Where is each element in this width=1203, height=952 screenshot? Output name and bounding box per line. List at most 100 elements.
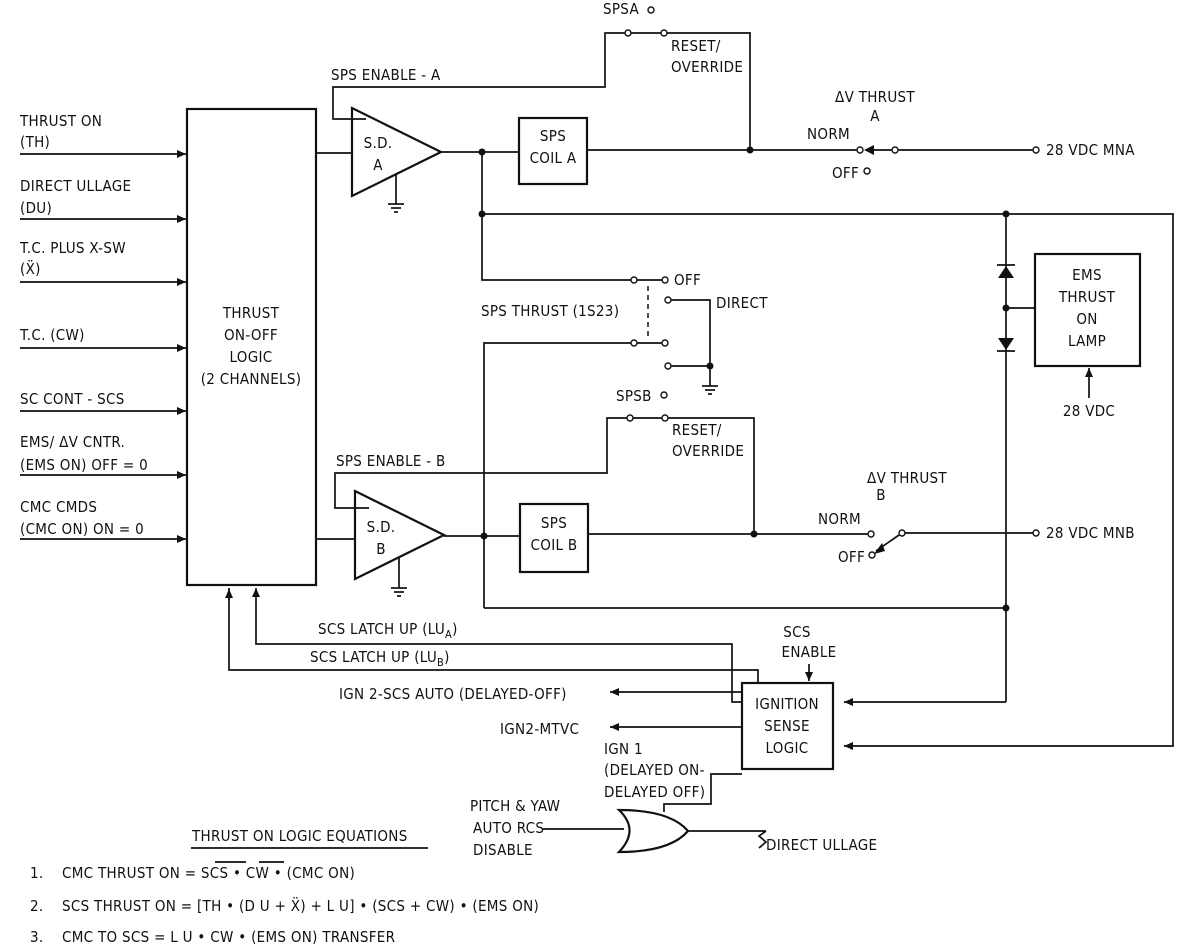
input-label: (DU) bbox=[20, 199, 52, 217]
input-label: EMS/ ΔV CNTR. bbox=[20, 433, 125, 451]
sps-thrust-direct: DIRECT bbox=[716, 294, 768, 312]
spsa-label: SPSA bbox=[603, 0, 639, 18]
input-label: SC CONT - SCS bbox=[20, 390, 125, 408]
input-label: (Ẍ) bbox=[20, 259, 41, 278]
equation-number: 2. bbox=[30, 897, 43, 915]
switch-contact bbox=[661, 276, 669, 284]
wire bbox=[671, 299, 711, 366]
sps-enable-a-label: SPS ENABLE - A bbox=[331, 66, 441, 84]
sps-coil-b bbox=[518, 502, 590, 574]
logic-box-label: ON-OFF bbox=[224, 326, 278, 344]
switch-contact bbox=[624, 29, 632, 37]
input-label: (CMC ON) ON = 0 bbox=[20, 520, 144, 538]
input-label: THRUST ON bbox=[19, 112, 102, 130]
wire bbox=[334, 417, 627, 509]
ground-symbol bbox=[391, 587, 407, 597]
logic-box-label: (2 CHANNELS) bbox=[201, 370, 302, 388]
ign1-label: IGN 1 bbox=[604, 740, 643, 758]
input-label: (EMS ON) OFF = 0 bbox=[20, 456, 148, 474]
logic-box-label: LOGIC bbox=[230, 348, 273, 366]
ems-lamp-label: EMS bbox=[1072, 266, 1102, 284]
diode-symbol bbox=[997, 264, 1015, 278]
input-signals: THRUST ON (TH) DIRECT ULLAGE (DU) T.C. P… bbox=[19, 112, 186, 543]
switch-contact bbox=[647, 6, 655, 14]
switch-contact bbox=[867, 530, 875, 538]
switch-contact bbox=[664, 296, 672, 304]
coil-b-label: COIL B bbox=[531, 536, 578, 554]
sd-a-label: A bbox=[373, 156, 383, 174]
coil-a-label: COIL A bbox=[530, 149, 577, 167]
ems-lamp-label: LAMP bbox=[1068, 332, 1106, 350]
vdc-mnb-label: 28 VDC MNB bbox=[1046, 524, 1135, 542]
switch-contact bbox=[630, 276, 638, 284]
norm-b-label: NORM bbox=[818, 510, 861, 528]
junction bbox=[480, 532, 488, 540]
input-label: T.C. (CW) bbox=[19, 326, 85, 344]
sps-coil-a bbox=[517, 116, 589, 186]
switch-contact bbox=[626, 414, 634, 422]
reset-override-a: OVERRIDE bbox=[671, 58, 743, 76]
coil-b-label: SPS bbox=[541, 514, 567, 532]
sps-enable-b-label: SPS ENABLE - B bbox=[336, 452, 446, 470]
switch-contact bbox=[664, 362, 672, 370]
switch-contact bbox=[661, 339, 669, 347]
wire bbox=[667, 32, 751, 150]
wire bbox=[668, 417, 755, 534]
switch-contact bbox=[891, 146, 899, 154]
sd-b-label: S.D. bbox=[367, 518, 396, 536]
ign1-label: (DELAYED ON- bbox=[604, 761, 705, 779]
latch-b-label: SCS LATCH UP (LUB) bbox=[310, 648, 450, 669]
or-gate bbox=[616, 808, 690, 854]
sd-a-label: S.D. bbox=[364, 134, 393, 152]
reset-override-a: RESET/ bbox=[671, 37, 721, 55]
equation-text: CMC TO SCS = L U • CW • (EMS ON) TRANSFE… bbox=[62, 928, 395, 946]
latch-a-label: SCS LATCH UP (LUA) bbox=[318, 620, 458, 641]
junction bbox=[1002, 604, 1010, 612]
input-label: DIRECT ULLAGE bbox=[20, 177, 131, 195]
ems-lamp-supply: 28 VDC bbox=[1063, 402, 1115, 420]
equation-text: SCS THRUST ON = [TH • (D U + Ẍ) + L U] •… bbox=[62, 896, 539, 915]
coil-a-label: SPS bbox=[540, 127, 566, 145]
ignition-label: IGNITION bbox=[755, 695, 819, 713]
switch-contact bbox=[661, 414, 669, 422]
switch-arrow bbox=[874, 543, 885, 554]
wire bbox=[252, 588, 742, 703]
ems-lamp-label: THRUST bbox=[1058, 288, 1116, 306]
dv-thrust-b-label: B bbox=[876, 486, 886, 504]
wire bbox=[332, 32, 625, 120]
switch-contact bbox=[856, 146, 864, 154]
dv-thrust-a-label: ΔV THRUST bbox=[835, 88, 915, 106]
ground-symbol bbox=[388, 203, 404, 213]
scs-enable-label: SCS bbox=[783, 623, 810, 641]
reset-override-b: OVERRIDE bbox=[672, 442, 744, 460]
ign2-scs-auto-label: IGN 2-SCS AUTO (DELAYED-OFF) bbox=[339, 685, 567, 703]
dv-thrust-a-label: A bbox=[870, 107, 880, 125]
off-a-label: OFF bbox=[832, 164, 859, 182]
ignition-label: LOGIC bbox=[766, 739, 809, 757]
input-label: (TH) bbox=[20, 133, 50, 151]
junction bbox=[746, 146, 754, 154]
vdc-mna-label: 28 VDC MNA bbox=[1046, 141, 1135, 159]
junction bbox=[750, 530, 758, 538]
direct-ullage-label: DIRECT ULLAGE bbox=[766, 836, 877, 854]
input-label: T.C. PLUS X-SW bbox=[19, 239, 126, 257]
equation-number: 1. bbox=[30, 864, 43, 882]
equation-number: 3. bbox=[30, 928, 43, 946]
input-label: CMC CMDS bbox=[20, 498, 97, 516]
pitch-yaw-label: DISABLE bbox=[473, 841, 533, 859]
switch-contact bbox=[660, 391, 668, 399]
ground-symbol bbox=[702, 385, 718, 395]
ignition-sense-logic-box bbox=[740, 681, 835, 771]
switch-contact bbox=[898, 529, 906, 537]
spsb-label: SPSB bbox=[616, 387, 652, 405]
switch-contact bbox=[630, 339, 638, 347]
signal-connector bbox=[757, 830, 768, 849]
ems-thrust-on-lamp bbox=[1033, 252, 1142, 368]
pitch-yaw-label: PITCH & YAW bbox=[470, 797, 560, 815]
wire bbox=[481, 214, 631, 281]
wire bbox=[483, 342, 631, 608]
ems-lamp-label: ON bbox=[1076, 310, 1097, 328]
ignition-label: SENSE bbox=[764, 717, 810, 735]
wire bbox=[663, 773, 742, 812]
